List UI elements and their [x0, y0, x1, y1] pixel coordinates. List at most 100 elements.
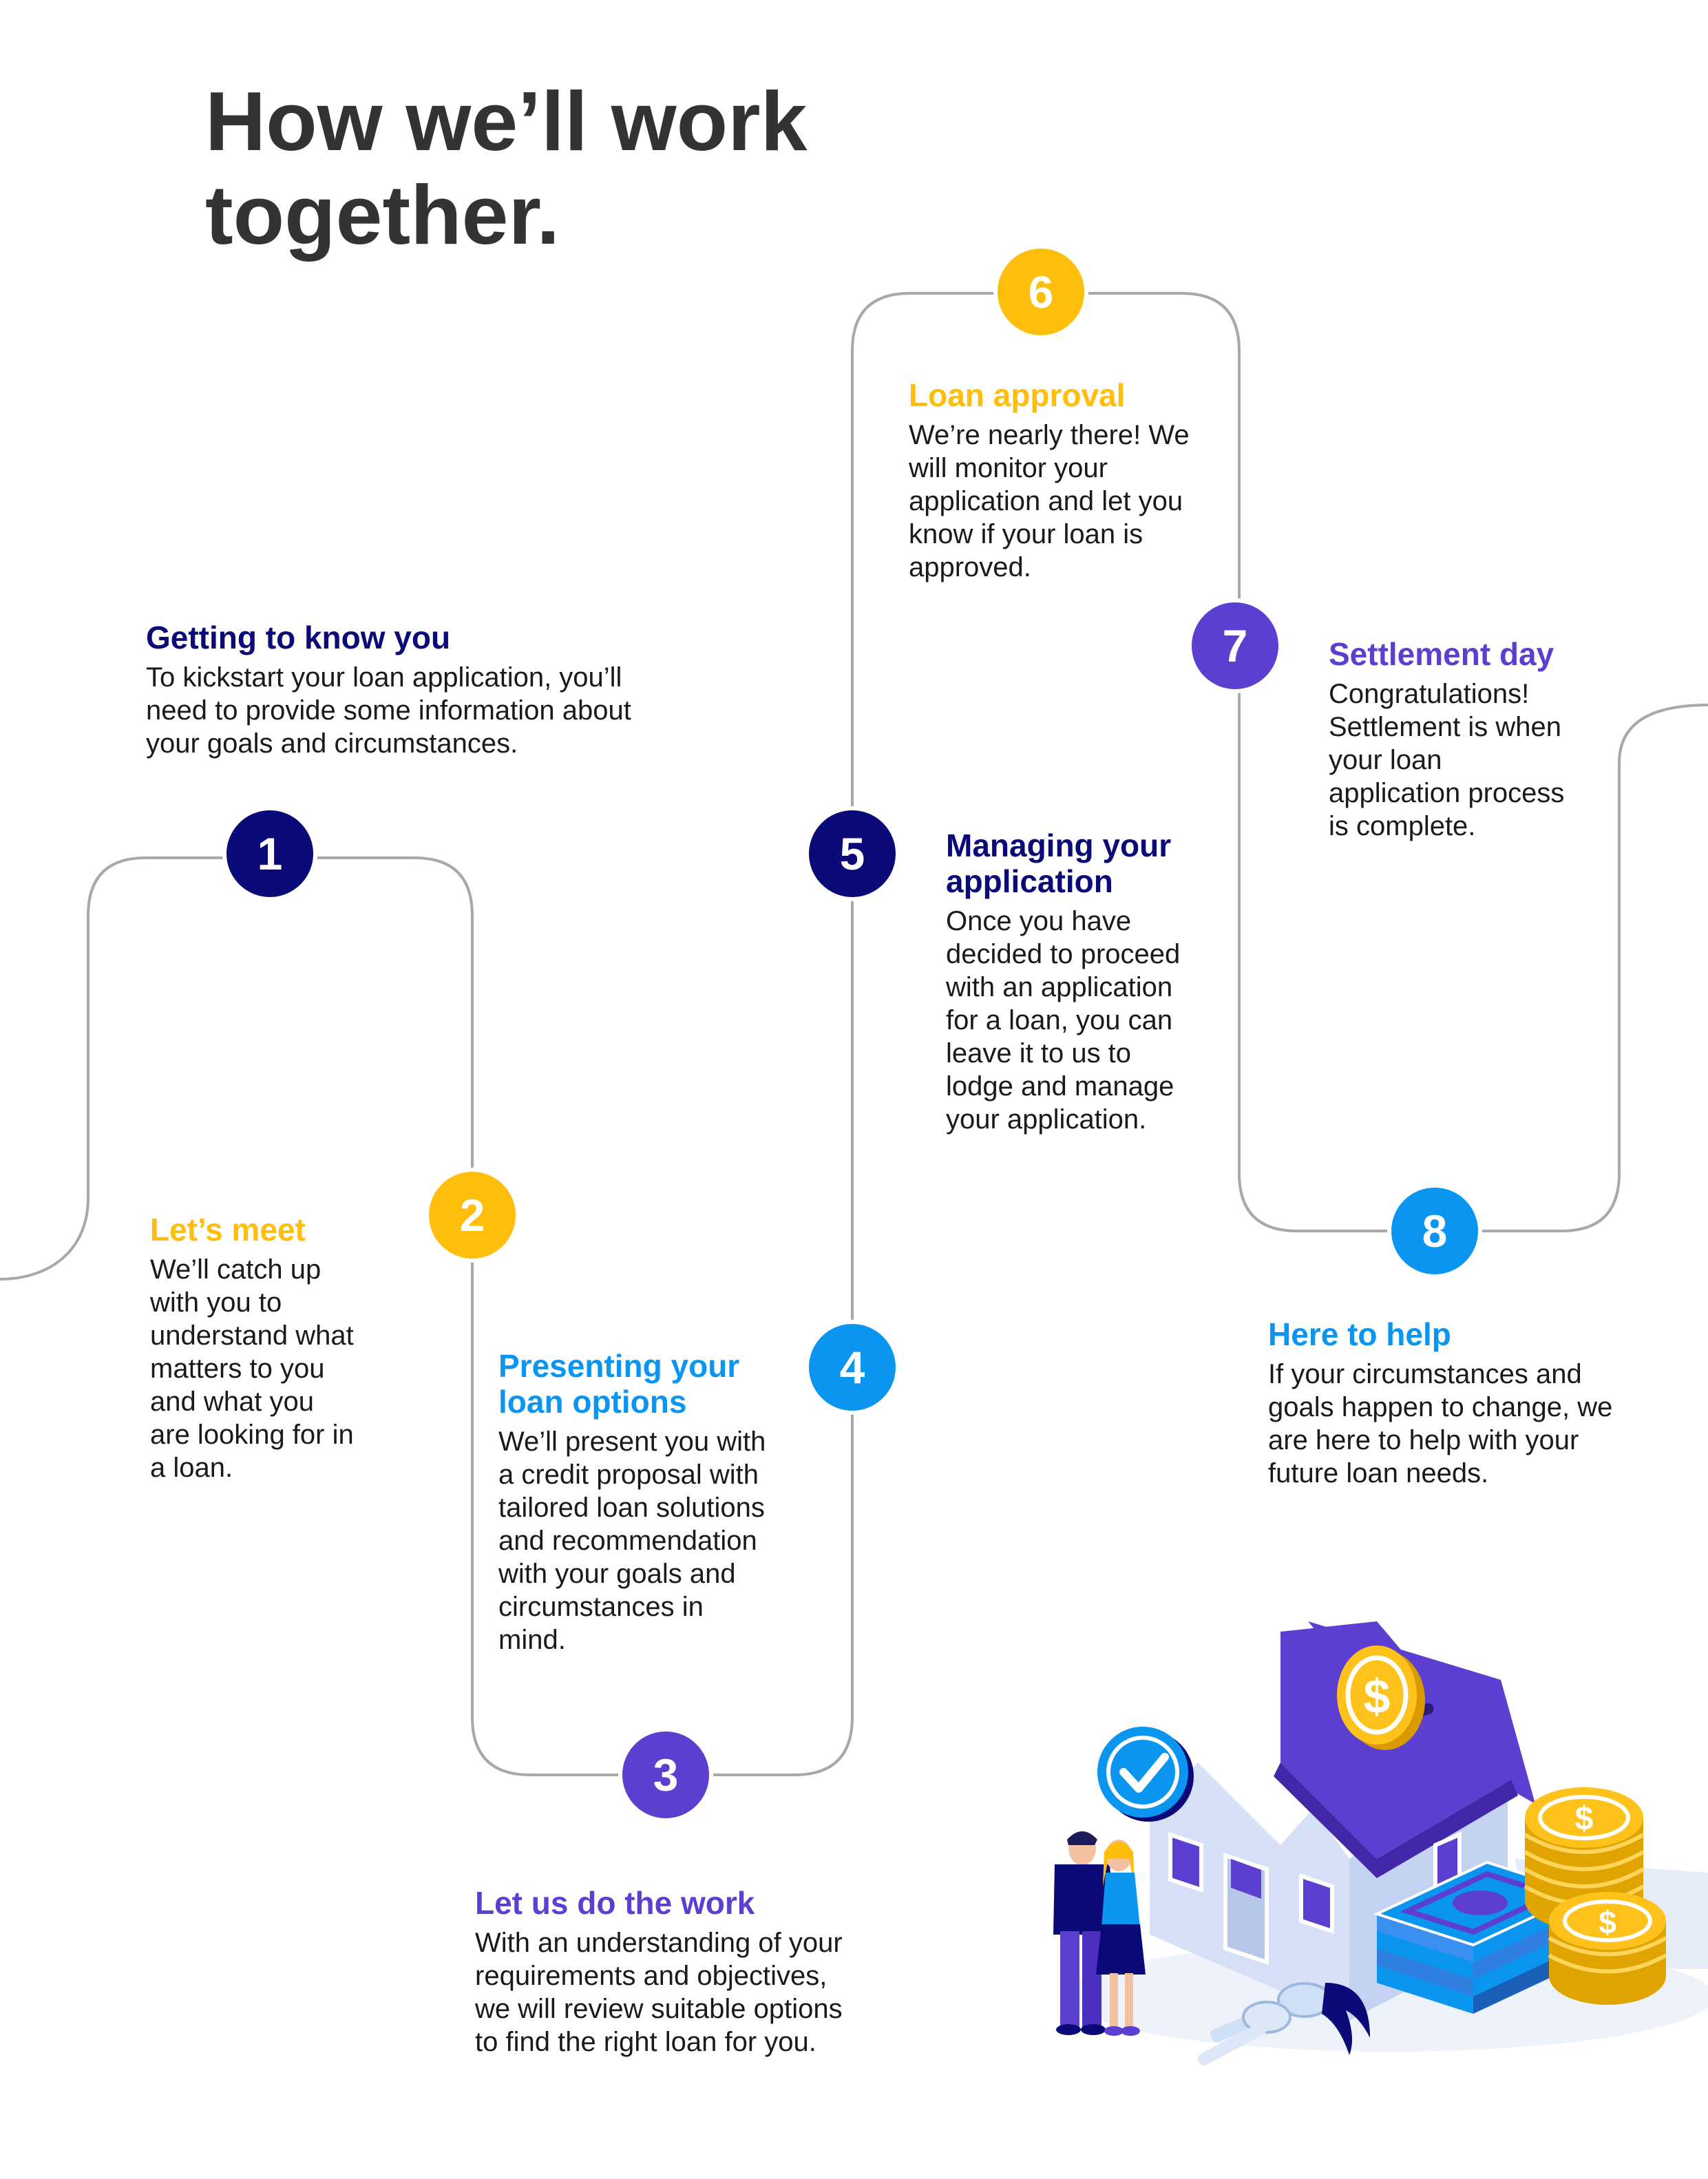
step-3-body: With an understanding of your requiremen…	[475, 1926, 843, 2059]
step-7-body-line: your loan	[1329, 745, 1442, 775]
step-7-heading: Settlement day	[1329, 636, 1564, 672]
step-5-body-line: for a loan, you can	[946, 1005, 1173, 1035]
svg-text:$: $	[1599, 1904, 1616, 1940]
step-marker-6: 6	[993, 244, 1088, 339]
step-3-body-line: we will review suitable options	[475, 1994, 843, 2024]
step-7-body-line: application process	[1329, 778, 1565, 808]
step-marker-2-circle	[425, 1168, 520, 1263]
step-2-body-line: and what you	[150, 1387, 314, 1417]
step-6-body-line: will monitor your	[909, 453, 1108, 483]
step-3-body-line: to find the right loan for you.	[475, 2027, 816, 2057]
page-title-line-2: together.	[205, 168, 560, 262]
step-2-heading: Let’s meet	[150, 1212, 354, 1248]
step-marker-8-circle	[1387, 1183, 1482, 1278]
step-4-text: Presenting your loan options We’ll prese…	[498, 1348, 766, 1656]
page-title: How we’ll work together.	[205, 74, 808, 262]
step-6-body-line: approved.	[909, 552, 1031, 582]
step-1-body-line: To kickstart your loan application, you’…	[146, 662, 622, 693]
step-1-heading-line: Getting to know you	[146, 620, 451, 655]
house-window-1	[1168, 1831, 1203, 1893]
step-8-body-line: goals happen to change, we	[1268, 1392, 1613, 1422]
step-marker-1-number: 1	[257, 828, 283, 879]
page-title-line-1: How we’ll work	[205, 74, 808, 168]
step-marker-3-circle	[618, 1727, 713, 1822]
step-2-body-line: We’ll catch up	[150, 1254, 321, 1285]
svg-text:$: $	[1364, 1670, 1391, 1723]
step-4-heading-line: loan options	[498, 1384, 687, 1420]
step-8-text: Here to help If your circumstances and g…	[1268, 1316, 1612, 1490]
step-6-heading: Loan approval	[909, 377, 1190, 413]
step-5-heading: Managing your application	[946, 828, 1180, 899]
step-1-body-line: need to provide some information about	[146, 695, 631, 726]
step-7-text: Settlement day Congratulations! Settleme…	[1329, 636, 1564, 843]
step-7-heading-line: Settlement day	[1329, 636, 1554, 672]
step-4-body-line: tailored loan solutions	[498, 1493, 765, 1523]
step-marker-6-circle	[993, 244, 1088, 339]
step-8-heading: Here to help	[1268, 1316, 1612, 1352]
house-illustration: $	[1053, 1621, 1708, 2065]
step-4-body-line: with your goals and	[498, 1559, 736, 1589]
step-5-body-line: with an application	[946, 972, 1173, 1002]
step-marker-3: 3	[618, 1727, 713, 1822]
step-marker-1: 1	[222, 806, 317, 901]
step-3-heading-line: Let us do the work	[475, 1885, 755, 1921]
check-badge-icon	[1097, 1727, 1194, 1822]
step-1-heading: Getting to know you	[146, 620, 631, 655]
step-4-body-line: circumstances in	[498, 1592, 704, 1622]
step-5-body-line: leave it to us to	[946, 1038, 1132, 1069]
step-7-body-line: Settlement is when	[1329, 712, 1561, 742]
step-6-heading-line: Loan approval	[909, 377, 1126, 413]
step-3-heading: Let us do the work	[475, 1885, 843, 1921]
step-7-body-line: is complete.	[1329, 811, 1476, 841]
step-7-body-line: Congratulations!	[1329, 679, 1530, 709]
step-1-body-line: your goals and circumstances.	[146, 728, 518, 759]
step-marker-6-number: 6	[1029, 266, 1054, 317]
step-5-body: Once you have decided to proceed with an…	[946, 905, 1180, 1136]
step-marker-4: 4	[805, 1320, 900, 1415]
step-2-body: We’ll catch up with you to understand wh…	[150, 1253, 354, 1484]
coin-stack-icon: $	[1548, 1892, 1667, 2005]
step-6-text: Loan approval We’re nearly there! We wil…	[909, 377, 1190, 584]
step-6-body-line: application and let you	[909, 486, 1183, 516]
step-5-body-line: Once you have	[946, 906, 1132, 936]
step-marker-2-number: 2	[460, 1190, 485, 1241]
step-5-body-line: your application.	[946, 1104, 1147, 1135]
step-8-body-line: If your circumstances and	[1268, 1359, 1582, 1389]
step-6-body: We’re nearly there! We will monitor your…	[909, 419, 1190, 584]
step-marker-3-number: 3	[653, 1749, 679, 1800]
step-6-body-line: know if your loan is	[909, 519, 1143, 549]
step-marker-5-number: 5	[840, 828, 865, 879]
step-4-body-line: mind.	[498, 1625, 566, 1655]
step-7-body: Congratulations! Settlement is when your…	[1329, 677, 1564, 843]
svg-text:$: $	[1575, 1801, 1594, 1838]
step-marker-7-circle	[1188, 598, 1283, 693]
step-4-body: We’ll present you with a credit proposal…	[498, 1425, 766, 1656]
step-5-heading-line: application	[946, 863, 1113, 899]
step-2-body-line: are looking for in	[150, 1420, 354, 1450]
step-8-heading-line: Here to help	[1268, 1316, 1451, 1352]
step-4-heading: Presenting your loan options	[498, 1348, 766, 1420]
step-marker-4-number: 4	[840, 1342, 865, 1393]
step-2-body-line: a loan.	[150, 1453, 233, 1483]
house-window-2	[1231, 1859, 1261, 1899]
step-8-body-line: future loan needs.	[1268, 1458, 1489, 1488]
step-marker-8: 8	[1387, 1183, 1482, 1278]
step-marker-4-circle	[805, 1320, 900, 1415]
step-4-body-line: and recommendation	[498, 1526, 757, 1556]
step-5-body-line: lodge and manage	[946, 1071, 1174, 1102]
step-8-body-line: are here to help with your	[1268, 1425, 1579, 1455]
step-marker-7-number: 7	[1223, 620, 1248, 671]
couple-figure	[1053, 1831, 1146, 2036]
dollar-coin-icon: $	[1337, 1645, 1425, 1750]
step-2-body-line: with you to	[150, 1287, 282, 1318]
step-8-body: If your circumstances and goals happen t…	[1268, 1358, 1612, 1490]
step-marker-8-number: 8	[1422, 1206, 1448, 1256]
house-key-icon	[1198, 1982, 1370, 2065]
house-roof-edge	[1274, 1762, 1518, 1878]
step-marker-1-circle	[222, 806, 317, 901]
step-4-body-line: We’ll present you with	[498, 1427, 766, 1457]
step-2-text: Let’s meet We’ll catch up with you to un…	[150, 1212, 354, 1484]
step-2-body-line: matters to you	[150, 1354, 325, 1384]
step-4-body-line: a credit proposal with	[498, 1460, 759, 1490]
